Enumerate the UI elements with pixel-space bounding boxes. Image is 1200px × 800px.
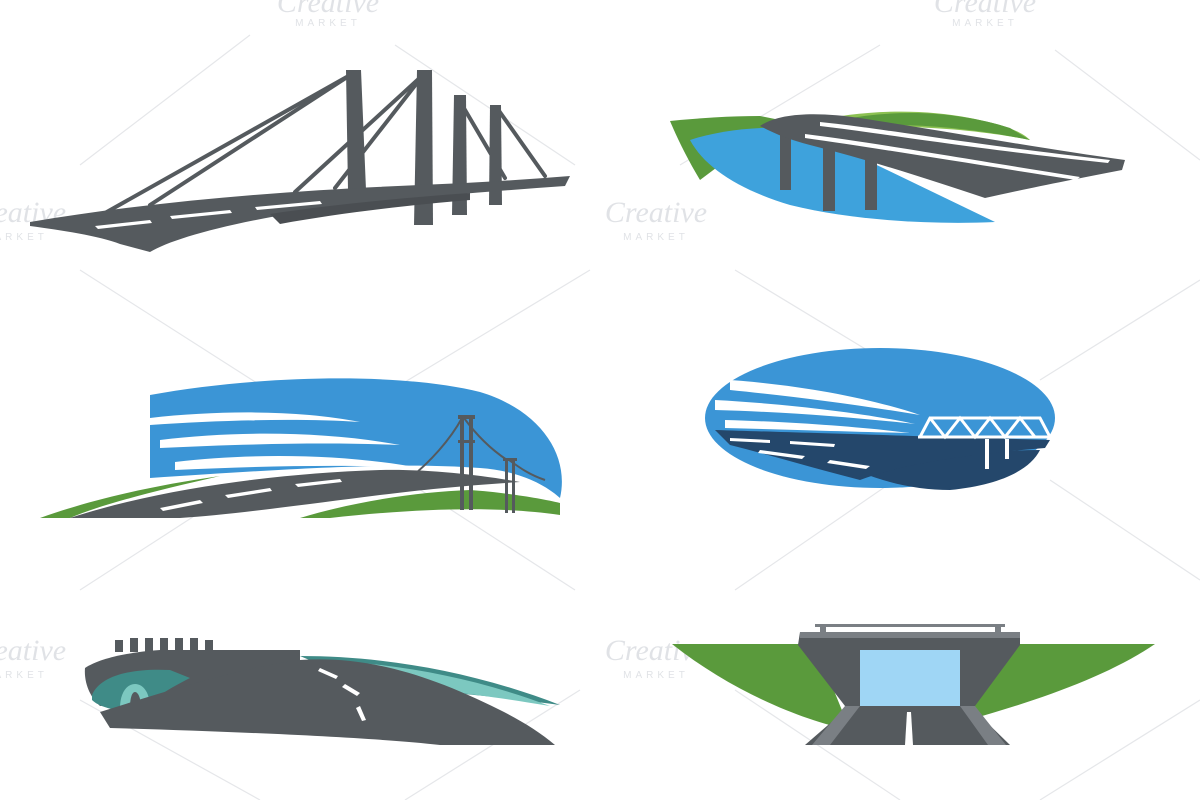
bridge-deck — [30, 176, 570, 252]
watermark-sub: MARKET — [623, 232, 689, 243]
truss-bridge — [918, 415, 1052, 440]
overpass-water — [690, 127, 995, 223]
suspension-bridge-road-icon — [40, 378, 562, 518]
watermark-brand: Creative — [605, 196, 707, 229]
highway-overpass-icon — [670, 111, 1125, 223]
watermark-center-1: Creative MARKET — [605, 196, 707, 243]
underpass-deck-details — [800, 624, 1020, 638]
tunnel-lane-markings — [318, 668, 366, 721]
watermark-sub: MARKET — [0, 232, 48, 243]
underpass-grass-left — [672, 644, 850, 730]
watermark-sub: MARKET — [0, 670, 48, 681]
underpass-opening — [860, 650, 960, 706]
truss-sky-streaks — [715, 380, 920, 433]
watermark-top-center: Creative MARKET — [277, 0, 379, 29]
suspension-sky — [150, 378, 562, 498]
watermark-brand: Creative — [934, 0, 1036, 19]
bridge-lane-markings — [95, 201, 322, 229]
road-underpass-tunnel-icon — [672, 624, 1155, 745]
watermark-brand: Creative — [277, 0, 379, 19]
overpass-grass-band — [840, 113, 1030, 140]
cable-stayed-bridge-icon — [30, 70, 570, 252]
bridge-underside — [270, 193, 470, 224]
suspension-cables — [409, 417, 546, 481]
suspension-sky-streaks — [150, 412, 420, 470]
truss-water — [860, 450, 1040, 490]
truss-lane-markings — [730, 438, 870, 469]
watermark-top-right: Creative MARKET — [934, 0, 1036, 29]
suspension-grass-left — [40, 476, 220, 518]
mountain-tunnel-road-icon — [84, 638, 560, 745]
underpass-road-edge — [812, 706, 1006, 745]
watermark-left-3: Creative MARKET — [0, 634, 66, 681]
watermark-marks: Creative MARKET Creative MARKET Creative… — [0, 0, 1036, 681]
watermark-sub: MARKET — [952, 18, 1018, 29]
truss-piers — [985, 439, 1009, 469]
watermark-sub: MARKET — [623, 670, 689, 681]
overpass-pillars — [780, 135, 877, 211]
overpass-lane-markings — [805, 122, 1110, 180]
watermark-sub: MARKET — [295, 18, 361, 29]
underpass-grass-right — [968, 644, 1155, 720]
suspension-grass-right — [300, 490, 560, 518]
truss-bridge-highway-icon — [705, 348, 1055, 490]
tunnel-road — [100, 659, 555, 745]
suspension-lane-markings — [160, 479, 342, 511]
tunnel-battlement — [115, 638, 213, 652]
watermark-brand: Creative — [0, 634, 66, 667]
underpass-lane-marking — [905, 712, 913, 745]
